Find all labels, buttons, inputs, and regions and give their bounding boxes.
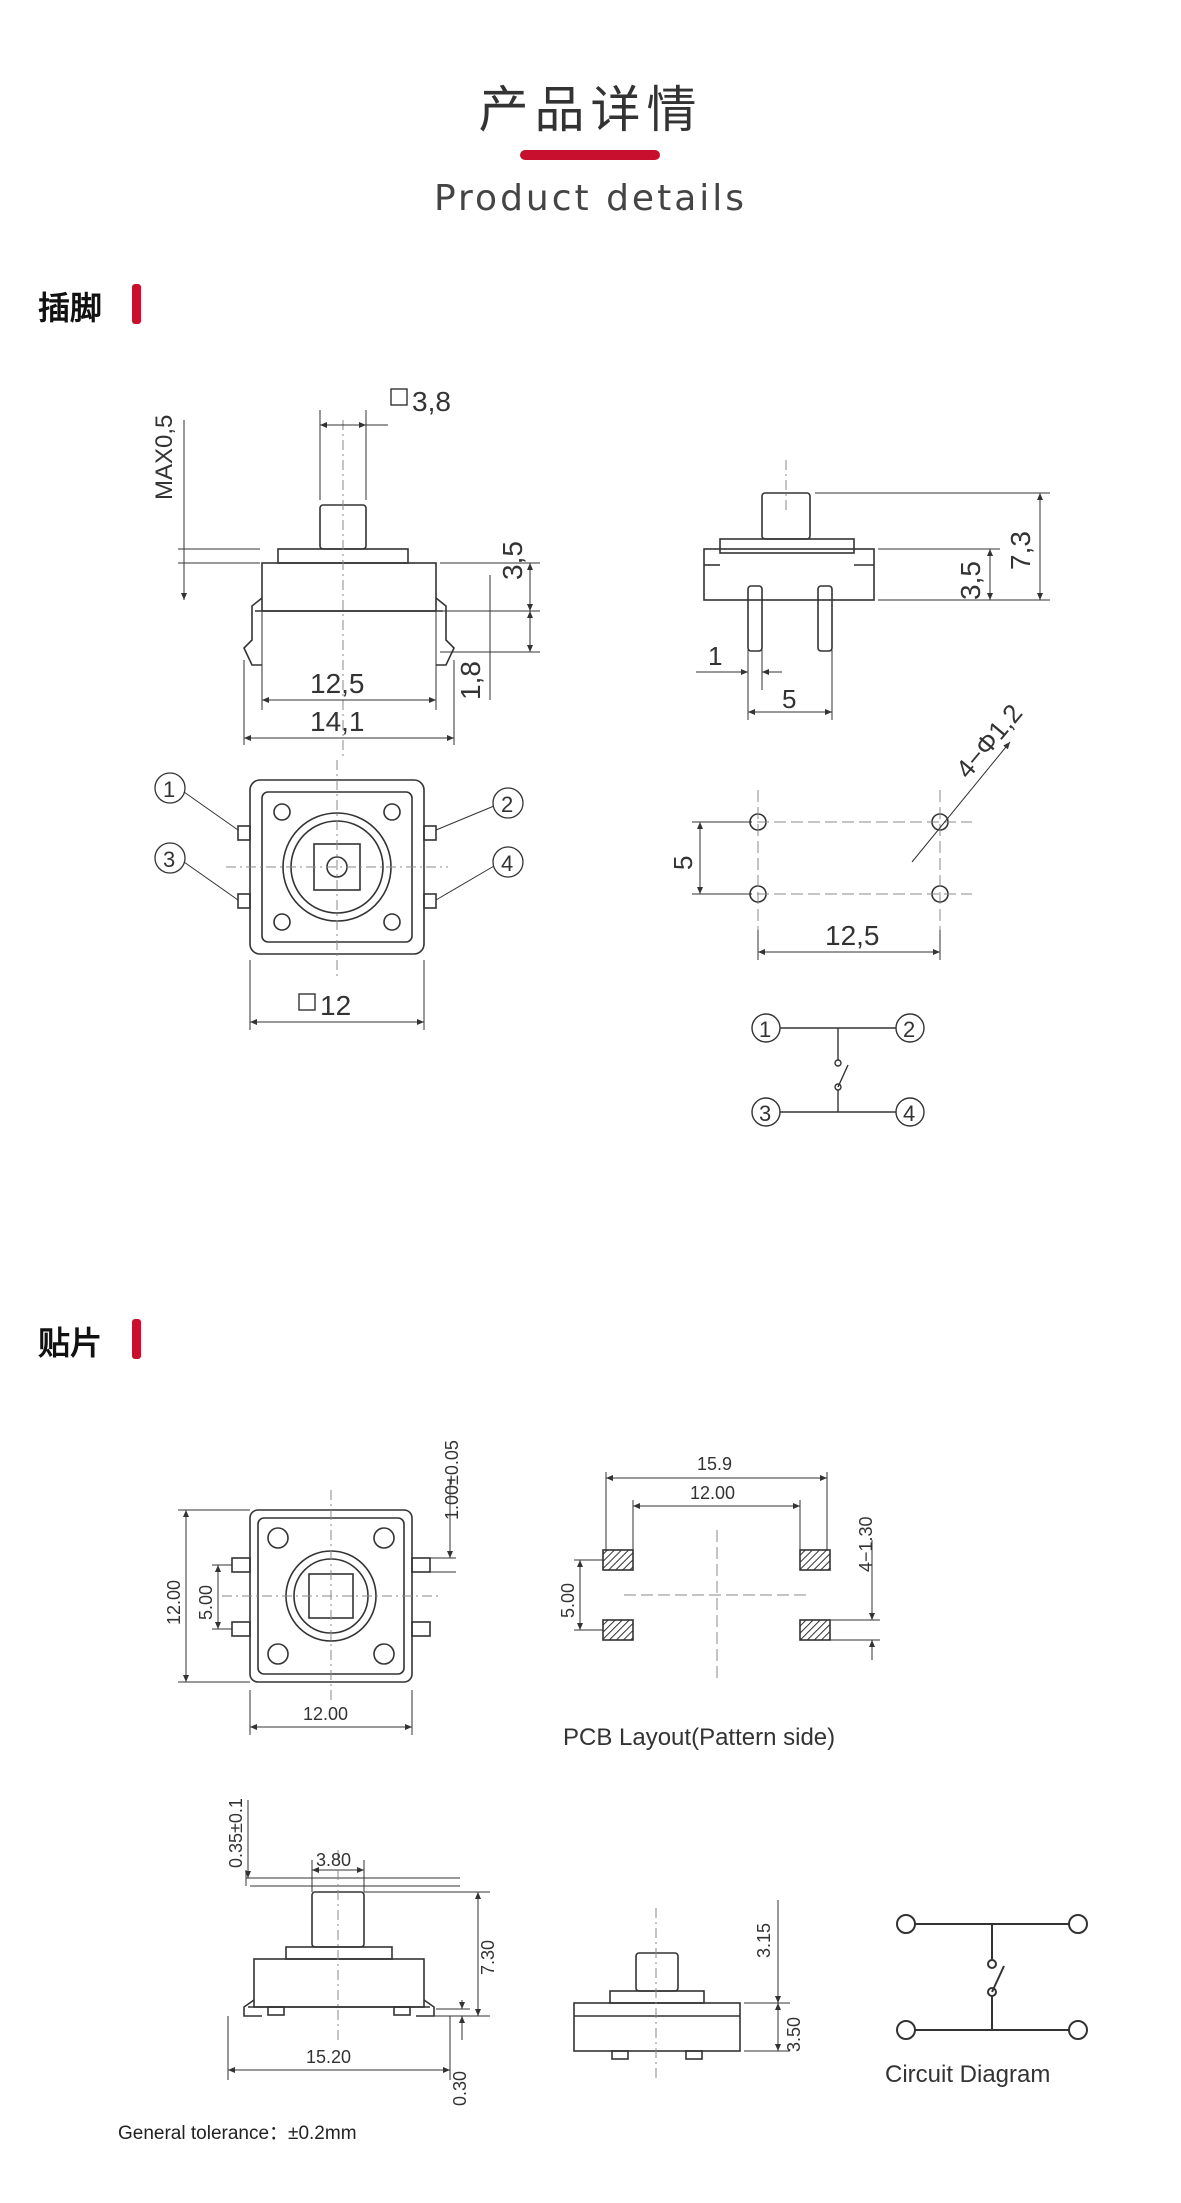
page-subtitle: Product details xyxy=(433,178,748,219)
th-hole-pattern xyxy=(692,741,1011,960)
square-symbol xyxy=(390,388,408,406)
dim-smd-top-height: 1.00±0.05 xyxy=(442,1440,462,1520)
title-underline xyxy=(520,150,660,160)
dim-hole-spec: 4−Φ1,2 xyxy=(950,698,1029,784)
circuit-pin-1: 1 xyxy=(759,1017,771,1042)
pin-label-3: 3 xyxy=(163,847,175,872)
circuit-pin-2: 2 xyxy=(903,1017,915,1042)
dim-pin-spacing: 5 xyxy=(782,684,796,714)
dim-pin-width: 1 xyxy=(708,641,722,671)
dim-cap-square: 3,8 xyxy=(412,386,451,417)
th-side-view xyxy=(696,460,1050,720)
dim-body-height: 3,5 xyxy=(497,541,528,580)
dim-smd-total-h: 7.30 xyxy=(478,1940,498,1975)
dim-pcb-pitch: 5.00 xyxy=(558,1583,578,1618)
dim-lead-span: 15.20 xyxy=(306,2047,351,2067)
smd-side-view xyxy=(573,1900,790,2080)
dim-hole-pitch-v: 5 xyxy=(668,856,698,870)
dim-smd-body-h: 12.00 xyxy=(164,1580,184,1625)
dim-side-body-height: 3,5 xyxy=(955,561,986,600)
dim-stem-h: 3.15 xyxy=(754,1923,774,1958)
circuit-diagram-caption: Circuit Diagram xyxy=(885,2061,1050,2088)
th-circuit-diagram xyxy=(751,1013,925,1127)
square-symbol xyxy=(298,993,316,1011)
smd-front-view xyxy=(227,1800,490,2080)
smd-circuit-diagram xyxy=(896,1914,1088,2040)
dim-pcb-inner: 12.00 xyxy=(690,1483,735,1503)
dim-cap-offset: 0.35±0.1 xyxy=(226,1798,246,1868)
dim-smd-body-h-side: 3.50 xyxy=(784,2017,804,2052)
page-title: 产品详情 xyxy=(478,81,703,139)
circuit-pin-3: 3 xyxy=(759,1101,771,1126)
dim-lead-thk: 0.30 xyxy=(450,2071,470,2106)
section-marker xyxy=(132,1319,141,1359)
dim-hole-pitch-h: 12,5 xyxy=(825,920,880,951)
dim-pcb-pad: 4−1.30 xyxy=(856,1516,876,1572)
dim-max-offset: MAX0,5 xyxy=(151,415,178,500)
circuit-pin-4: 4 xyxy=(903,1101,915,1126)
dim-pin-span-inner: 12,5 xyxy=(310,668,365,699)
dim-lead-length: 1,8 xyxy=(455,661,486,700)
section-title-smd: 贴片 xyxy=(38,1324,103,1362)
dim-cap-w: 3.80 xyxy=(316,1850,351,1870)
dim-pin-span-outer: 14,1 xyxy=(310,706,365,737)
pin-label-4: 4 xyxy=(501,851,513,876)
general-tolerance-note: General tolerance：±0.2mm xyxy=(118,2123,357,2144)
dim-smd-pad-pitch: 5.00 xyxy=(196,1585,216,1620)
th-front-view xyxy=(178,410,540,760)
dim-body-square: 12 xyxy=(320,990,351,1021)
dim-total-height: 7,3 xyxy=(1005,531,1036,570)
pin-label-2: 2 xyxy=(501,792,513,817)
section-marker xyxy=(132,284,141,324)
smd-top-view xyxy=(178,1480,456,1735)
dim-smd-body-w: 12.00 xyxy=(303,1704,348,1724)
dim-pcb-outer: 15.9 xyxy=(697,1454,732,1474)
pcb-layout-caption: PCB Layout(Pattern side) xyxy=(563,1724,835,1751)
pin-label-1: 1 xyxy=(163,777,175,802)
th-top-view xyxy=(154,760,524,1030)
smd-pcb-layout xyxy=(574,1472,880,1680)
section-title-through-hole: 插脚 xyxy=(38,289,103,327)
